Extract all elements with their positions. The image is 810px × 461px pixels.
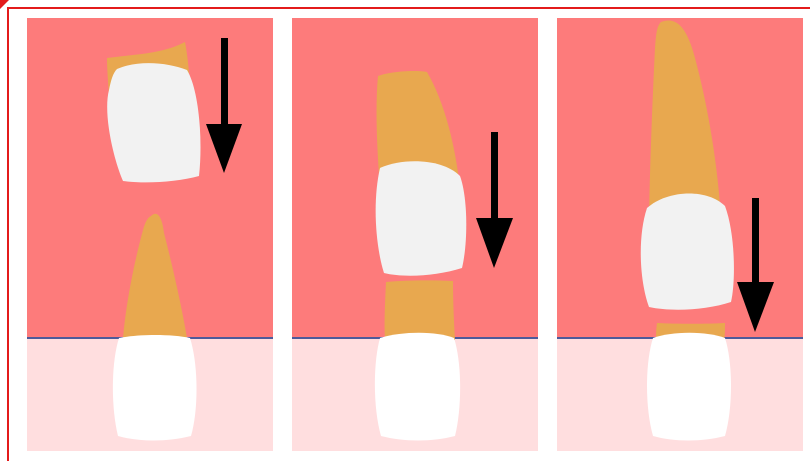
lower-tooth-crown: [647, 332, 731, 441]
panel-stage-2-illustration: [292, 18, 538, 451]
upper-tooth-root: [376, 71, 460, 190]
lower-tooth-root: [123, 213, 187, 338]
panel-stage-1-illustration: [27, 18, 273, 451]
panel-stage-3-illustration: [557, 18, 803, 451]
corner-mark: [0, 0, 9, 9]
upper-tooth-crown: [640, 193, 734, 310]
panel-stage-1: [27, 18, 273, 451]
down-arrow-shaft: [491, 132, 498, 224]
upper-tooth-crown: [375, 161, 467, 276]
lower-tooth-crown: [374, 332, 461, 441]
down-arrow-icon: [737, 282, 774, 332]
upper-tooth-crown: [107, 63, 201, 183]
down-arrow-shaft: [221, 38, 228, 130]
lower-tooth-root: [384, 280, 455, 340]
diagram-frame: [7, 7, 810, 461]
lower-tooth-crown: [112, 335, 197, 441]
down-arrow-icon: [206, 124, 242, 173]
down-arrow-shaft: [752, 198, 759, 288]
panel-stage-2: [292, 18, 538, 451]
down-arrow-icon: [476, 218, 513, 268]
upper-tooth-root: [649, 20, 721, 218]
panel-stage-3: [557, 18, 803, 451]
